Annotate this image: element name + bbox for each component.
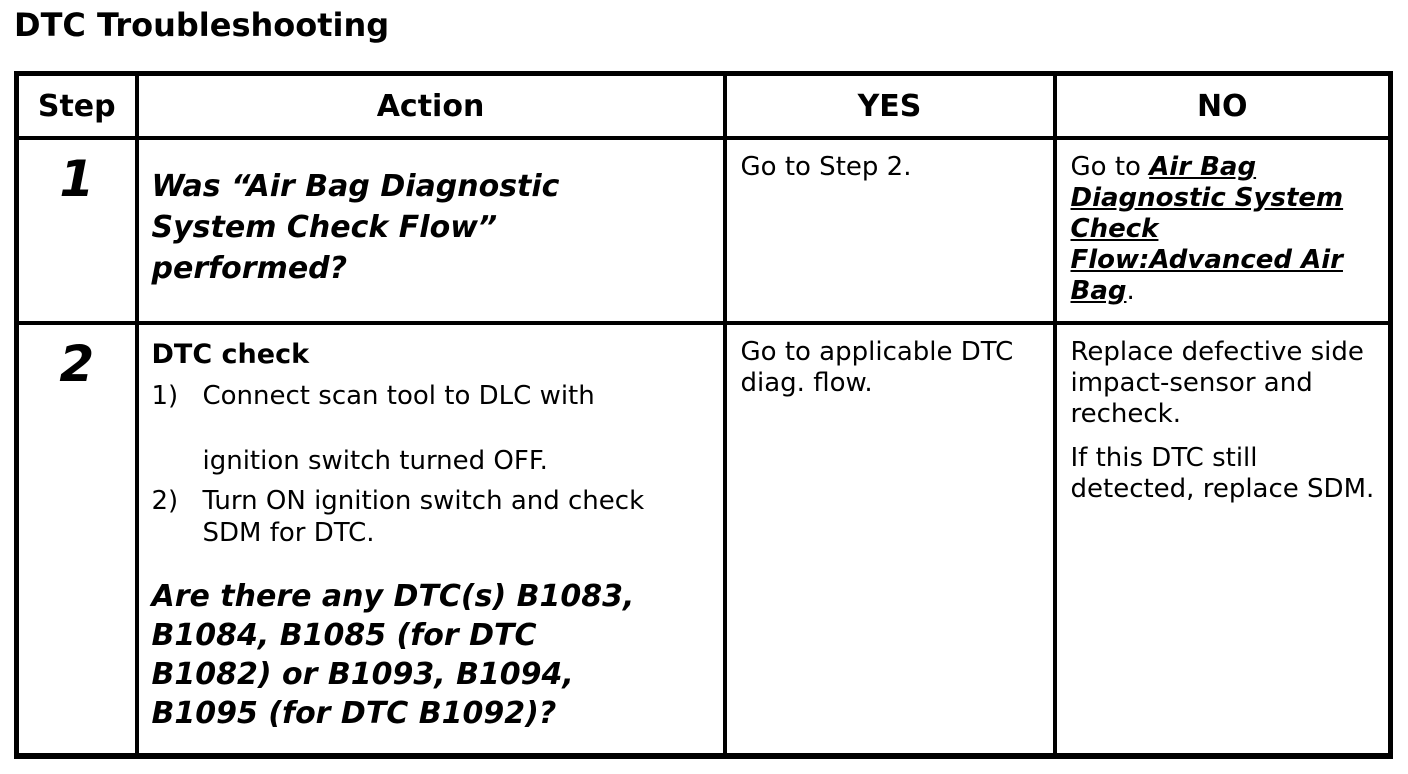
air-bag-diagnostic-flow-link[interactable]: Check [1070,214,1159,244]
table-row-step-1: 1 Was “Air Bag Diagnostic System Check F… [14,136,1393,325]
no-suffix-1: . [1126,276,1135,306]
air-bag-diagnostic-flow-link[interactable]: Bag [1070,276,1127,306]
table-header-row: Step Action YES NO [14,71,1393,140]
step-number-2: 2 [14,321,139,758]
header-action: Action [134,71,727,140]
air-bag-diagnostic-flow-link[interactable]: Flow:Advanced Air [1070,245,1343,275]
step-number-1: 1 [14,136,139,325]
no-prefix-1: Go to [1070,152,1150,182]
header-step: Step [14,71,139,140]
no-cell-2: Replace defective side impact-sensor and… [1052,321,1393,758]
no-cell-1: Go to Air Bag Diagnostic System Check Fl… [1052,136,1393,325]
yes-text-2: Go to applicable DTC diag. flow. [740,337,1014,398]
page-title: DTC Troubleshooting [14,6,390,44]
list-item-1: 1) Connect scan tool to DLC with ignitio… [151,381,595,476]
action-steps-list: 1) Connect scan tool to DLC with ignitio… [152,380,711,549]
no-paragraph-1: Replace defective side impact-sensor and… [1070,337,1364,429]
air-bag-diagnostic-flow-link[interactable]: Diagnostic System [1070,183,1344,213]
action-question-1: Was “Air Bag Diagnostic System Check Flo… [151,169,560,286]
action-title-dtc-check: DTC check [151,339,310,370]
yes-cell-1: Go to Step 2. [722,136,1057,325]
table-row-step-2: 2 DTC check 1) Connect scan tool to DLC … [14,321,1393,758]
action-cell-1: Was “Air Bag Diagnostic System Check Flo… [134,136,727,325]
header-no: NO [1052,71,1393,140]
air-bag-diagnostic-flow-link[interactable]: Air Bag [1149,152,1257,182]
header-yes: YES [722,71,1057,140]
yes-cell-2: Go to applicable DTC diag. flow. [722,321,1057,758]
list-item-2: 2) Turn ON ignition switch and check SDM… [151,486,645,548]
yes-text-1: Go to Step 2. [740,152,912,182]
action-question-2: Are there any DTC(s) B1083, B1084, B1085… [151,579,635,731]
action-cell-2: DTC check 1) Connect scan tool to DLC wi… [134,321,727,758]
no-paragraph-2: If this DTC still detected, replace SDM. [1070,443,1375,504]
dtc-troubleshooting-table: Step Action YES NO 1 Was “Air Bag Diagno… [14,71,1393,759]
